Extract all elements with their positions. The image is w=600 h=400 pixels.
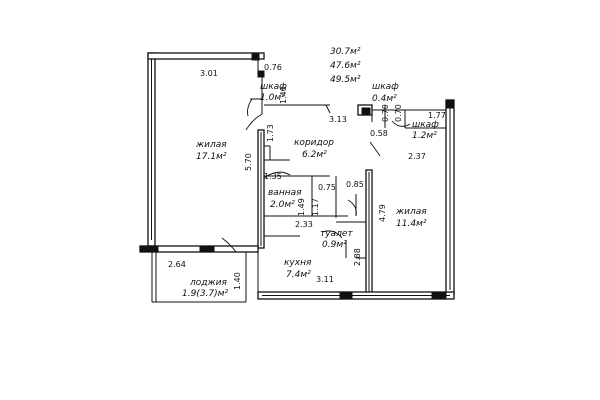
dim-label: 0.58 [370, 129, 388, 138]
dim-label: 1.40 [279, 86, 288, 104]
dim-label: 0.85 [346, 180, 364, 189]
dim-label: 0.70 [394, 104, 403, 122]
total-area-overall: 49.5м² [330, 75, 361, 85]
room-toilet-area: 0.9м² [322, 240, 347, 250]
room-bathroom-name: ванная [268, 188, 302, 198]
room-living1-name: жилая [196, 140, 227, 150]
room-bathroom-area: 2.0м² [270, 200, 295, 210]
dim-label: 3.01 [200, 69, 218, 78]
room-closet1-name: шкаф [260, 82, 287, 92]
room-kitchen-area: 7.4м² [286, 270, 311, 280]
dim-label: 4.79 [378, 204, 387, 222]
room-living2-name: жилая [396, 207, 427, 217]
dim-label: 1.77 [428, 111, 446, 120]
room-closet1-area: 1.0м² [260, 93, 285, 103]
closet1-door [247, 98, 253, 117]
dim-label: 3.11 [316, 275, 334, 284]
dim-label: 0.70 [381, 104, 390, 122]
dim-label: 0.76 [264, 63, 282, 72]
dim-label: 5.70 [244, 153, 253, 171]
room-corridor-area: 6.2м² [302, 150, 327, 160]
room-corridor-name: коридор [294, 138, 334, 148]
dim-label: 2.33 [295, 220, 313, 229]
room-loggia-area: 1.9(3.7)м² [182, 289, 229, 299]
dim-label: 3.13 [329, 115, 347, 124]
dim-label: 1.40 [233, 272, 242, 290]
room-toilet-name: туалет [320, 229, 353, 239]
dim-label: 1.35 [264, 172, 282, 181]
room-closet3-area: 1.2м² [412, 131, 437, 141]
room-loggia-name: лоджия [190, 278, 227, 288]
dim-label: 2.64 [168, 260, 186, 269]
room-kitchen-name: кухня [284, 258, 312, 268]
dim-label: 2.88 [353, 248, 362, 266]
total-area-living: 30.7м² [330, 47, 361, 57]
room-closet3-name: шкаф [412, 120, 439, 130]
total-area-useful: 47.6м² [330, 61, 361, 71]
top-wall [147, 52, 265, 60]
dim-label: 0.75 [318, 183, 336, 192]
column [251, 52, 260, 61]
dim-label: 2.37 [408, 152, 426, 161]
room-closet2-name: шкаф [372, 82, 399, 92]
room-living1-area: 17.1м² [196, 152, 227, 162]
room-living2-area: 11.4м² [396, 219, 427, 229]
dim-label: 1.49 [297, 198, 306, 216]
room-closet2-area: 0.4м² [372, 94, 397, 104]
dim-label: 1.73 [266, 124, 275, 142]
dim-label: 1.17 [311, 198, 320, 216]
